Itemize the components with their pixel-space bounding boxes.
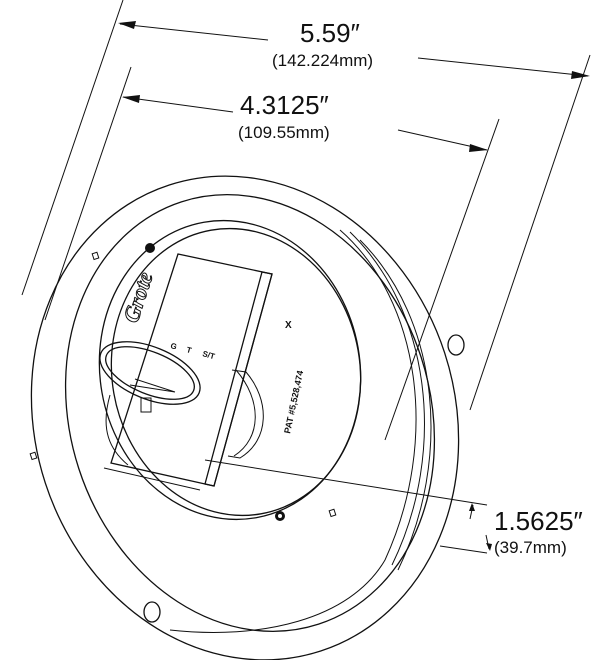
housing-diameter-mm: (109.55mm) [238, 123, 330, 142]
overall-diameter-mm: (142.224mm) [272, 51, 373, 70]
dimension-housing-diameter: 4.3125″ (109.55mm) [122, 90, 488, 152]
lamp-housing [98, 219, 362, 521]
mounting-hole-bottom [143, 601, 161, 623]
pin-label-g: G [169, 341, 177, 351]
pin-label-t: T [185, 345, 192, 355]
extension-lines [21, 0, 591, 441]
dimension-overall-diameter: 5.59″ (142.224mm) [118, 18, 590, 79]
housing-diameter-inches: 4.3125″ [240, 90, 329, 120]
orientation-mark: X [285, 320, 292, 331]
overall-diameter-inches: 5.59″ [300, 18, 360, 48]
mounting-flange [29, 175, 465, 660]
depth-mm: (39.7mm) [494, 538, 567, 557]
depth-inches: 1.5625″ [494, 506, 583, 536]
pin-label-st: S/T [201, 349, 215, 361]
screw-top [145, 243, 155, 253]
mounting-hole-right [447, 334, 465, 356]
patent-number: PAT #5,528,474 [282, 370, 305, 435]
dimension-depth: 1.5625″ (39.7mm) [204, 459, 583, 557]
connector-plug [99, 341, 201, 466]
